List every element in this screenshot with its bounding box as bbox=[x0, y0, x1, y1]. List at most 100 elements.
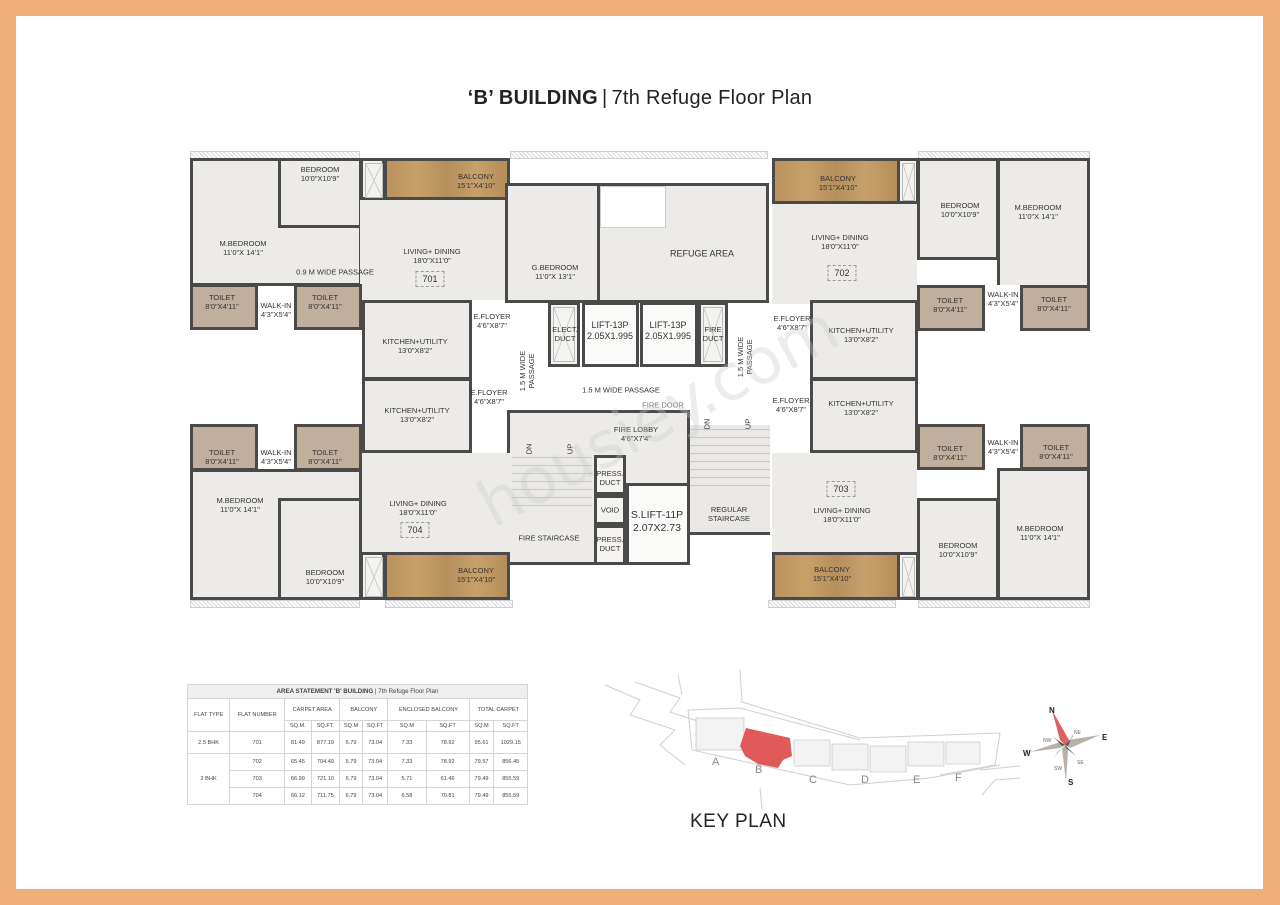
cell-flat-type: 2 BHK bbox=[186, 753, 231, 805]
label-reg-stair-dn: DN bbox=[702, 418, 712, 430]
label-elect-duct: ELECT.DUCT bbox=[552, 325, 578, 343]
compass-e: E bbox=[1102, 733, 1108, 742]
cell: 1029.15 bbox=[493, 731, 528, 754]
flat-701-toilet-2 bbox=[294, 284, 362, 330]
label-press-duct-1: PRESS.DUCT bbox=[596, 469, 624, 487]
lift-1 bbox=[582, 302, 639, 367]
table-row: 704 66.12 711.75 6.79 73.04 6.58 70.81 7… bbox=[188, 787, 528, 805]
flat-703-mbedroom bbox=[997, 468, 1090, 600]
flat-703-living bbox=[772, 453, 917, 553]
flat-704-bedroom bbox=[278, 498, 362, 600]
compass-icon bbox=[1030, 710, 1100, 782]
cell: 703 bbox=[229, 770, 286, 788]
compass-nw: NW bbox=[1043, 738, 1052, 744]
cell: 701 bbox=[229, 731, 286, 754]
void bbox=[594, 495, 626, 525]
flat-702-balcony bbox=[772, 158, 900, 204]
lift-2 bbox=[640, 302, 698, 367]
flat-704-toilet-1 bbox=[190, 424, 258, 471]
subheader: SQ.FT bbox=[425, 720, 470, 732]
flat-number-702: 702 bbox=[827, 265, 857, 281]
press-duct-2 bbox=[594, 525, 626, 565]
parapet bbox=[190, 600, 360, 608]
flat-702-living bbox=[772, 204, 917, 304]
label-fire-stair-up: UP bbox=[565, 443, 575, 455]
regular-staircase-landing bbox=[690, 493, 770, 535]
cell: 6.79 bbox=[339, 753, 363, 771]
key-plan-label-c: C bbox=[809, 774, 817, 786]
header-carpet: CARPET AREA bbox=[284, 698, 341, 721]
flat-702-shaft bbox=[897, 158, 919, 204]
flat-number-703: 703 bbox=[826, 481, 856, 497]
cell: 95.61 bbox=[468, 731, 495, 754]
cell: 721.10 bbox=[310, 770, 341, 788]
flat-704-kitchen bbox=[362, 378, 472, 453]
title-subtitle: 7th Refuge Floor Plan bbox=[611, 87, 813, 109]
cell: 66.12 bbox=[284, 787, 312, 805]
cell: 704 bbox=[229, 787, 286, 805]
cell: 66.99 bbox=[284, 770, 312, 788]
flat-701-toilet-1 bbox=[190, 284, 258, 330]
table-title: AREA STATEMENT 'B' BUILDING | 7th Refuge… bbox=[187, 684, 528, 699]
flat-702-walkin bbox=[985, 285, 1020, 331]
highlighted-building-b bbox=[740, 728, 792, 768]
flat-704-toilet-2 bbox=[294, 424, 362, 471]
flat-701-gbedroom bbox=[505, 183, 600, 303]
cell-flat-type: 2.5 BHK bbox=[186, 731, 231, 754]
cell: 6.79 bbox=[339, 787, 363, 805]
table-row: 703 66.99 721.10 6.79 73.04 5.71 61.46 7… bbox=[188, 770, 528, 788]
flat-702-toilet-1 bbox=[917, 285, 985, 331]
cell: 73.04 bbox=[361, 770, 389, 788]
parapet bbox=[385, 600, 513, 608]
label-701-passage: 0.9 M WIDE PASSAGE bbox=[296, 267, 374, 277]
service-lift bbox=[626, 483, 690, 565]
area-statement-table: AREA STATEMENT 'B' BUILDING | 7th Refuge… bbox=[186, 684, 529, 805]
flat-702-kitchen bbox=[810, 300, 918, 380]
key-plan-label-e: E bbox=[913, 774, 921, 786]
table-row: 2.5 BHK 701 81.49 877.19 6.79 73.04 7.33… bbox=[186, 731, 528, 754]
flat-701-balcony bbox=[384, 158, 510, 200]
compass-s: S bbox=[1068, 778, 1074, 787]
compass-se: SE bbox=[1077, 760, 1084, 766]
flat-704-shaft bbox=[360, 552, 385, 600]
subheader: SQ.M bbox=[339, 720, 363, 732]
key-plan-label-d: D bbox=[861, 774, 869, 786]
label-refuge: REFUGE AREA bbox=[669, 248, 735, 259]
title-building: ‘B’ BUILDING bbox=[467, 87, 598, 109]
cell: 73.04 bbox=[361, 787, 389, 805]
compass-sw: SW bbox=[1054, 766, 1063, 772]
flat-703-kitchen bbox=[810, 378, 918, 453]
flat-703-shaft bbox=[897, 552, 919, 600]
compass-w: W bbox=[1023, 749, 1031, 758]
flat-702-toilet-2 bbox=[1020, 285, 1090, 331]
